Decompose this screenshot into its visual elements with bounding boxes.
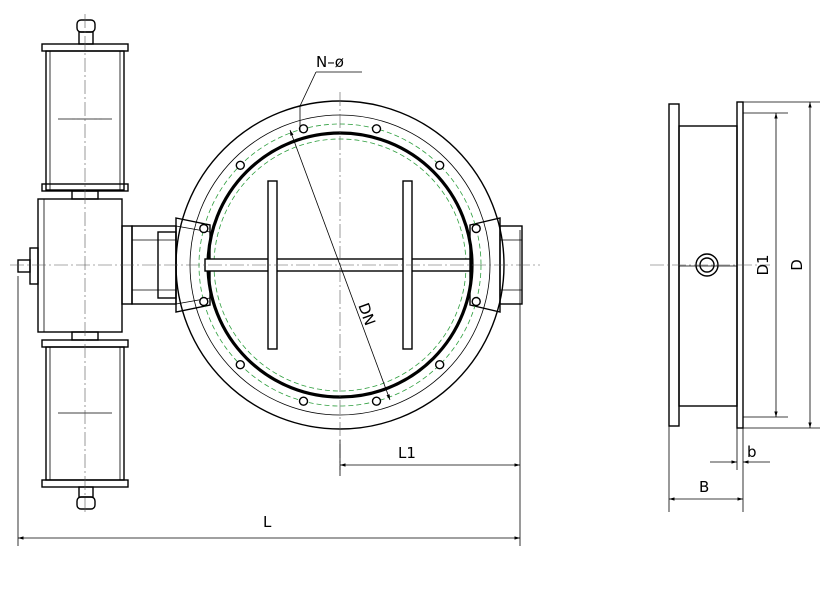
bolt-hole — [371, 396, 382, 406]
holes-label: N–ø — [316, 53, 344, 71]
actuator — [17, 19, 133, 510]
l1-label: L1 — [398, 444, 416, 462]
bolt-hole — [471, 296, 481, 307]
bolt-hole — [298, 124, 309, 134]
d1-label: D1 — [754, 254, 772, 275]
d1-dimension: D1 — [743, 112, 788, 418]
gearbox-body — [17, 198, 133, 333]
bolt-hole — [235, 160, 246, 171]
l-dimension: L — [17, 276, 521, 546]
bolt-hole — [199, 223, 209, 234]
top-lifting-eye — [76, 19, 96, 45]
b-small-dimension: b — [710, 428, 770, 470]
bolt-hole — [371, 124, 382, 134]
side-view — [650, 101, 770, 429]
bolt-hole — [298, 396, 309, 406]
bolt-hole — [435, 160, 445, 171]
bolt-hole — [435, 360, 445, 370]
dn-label: DN — [354, 301, 379, 329]
bottom-lifting-eye — [76, 486, 96, 510]
holes-callout: N–ø — [299, 53, 362, 132]
d-dimension: D — [743, 101, 820, 429]
B-label: B — [699, 478, 709, 496]
b-large-dimension: B — [668, 426, 744, 512]
l1-dimension: L1 — [339, 230, 521, 476]
bolt-hole — [471, 223, 481, 234]
bolt-hole — [235, 360, 246, 370]
l-label: L — [263, 513, 272, 531]
d-label: D — [788, 259, 806, 271]
b-label: b — [747, 443, 757, 461]
bolt-hole — [199, 296, 209, 307]
